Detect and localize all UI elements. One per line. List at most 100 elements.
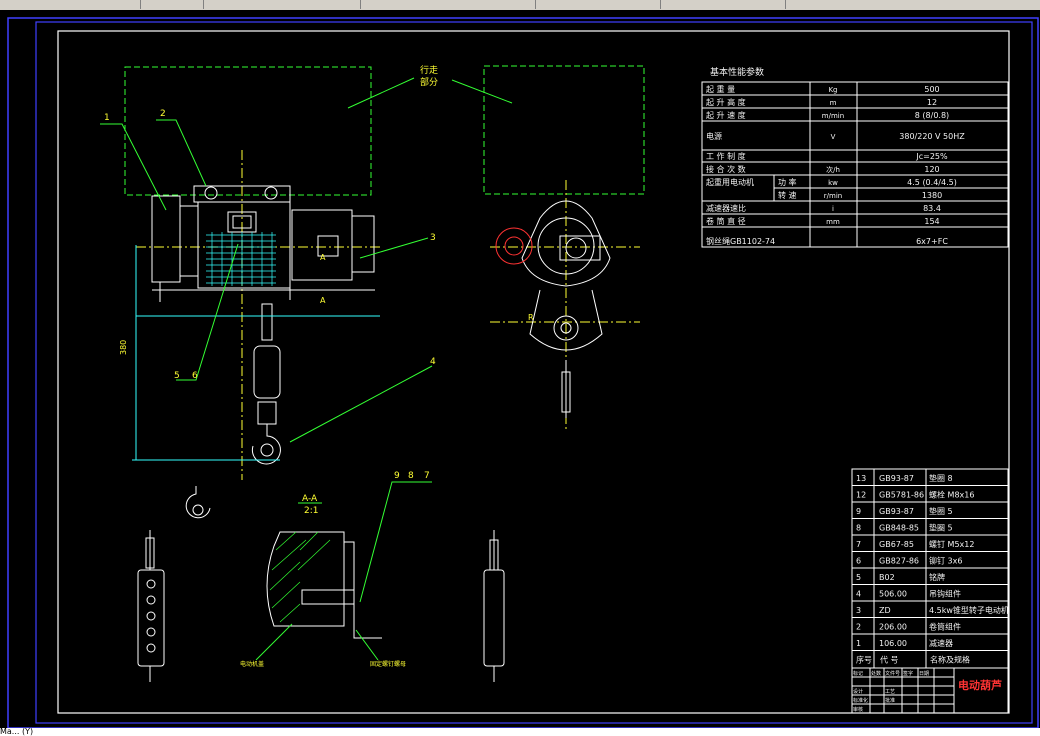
bom-no: 5 (856, 573, 861, 582)
param-value: 1380 (922, 191, 942, 200)
bom-code: 506.00 (879, 590, 907, 599)
bom-code: 206.00 (879, 623, 907, 632)
bom-no: 12 (856, 491, 866, 500)
param-unit: 次/h (826, 165, 840, 174)
toolbar-segment[interactable] (540, 0, 661, 9)
note-fixing-screw: 固定螺钉螺母 (370, 660, 406, 668)
bom-row-lines (852, 485, 1008, 651)
param-unit: m/min (822, 112, 844, 120)
param-name: 电源 (706, 131, 722, 141)
param-name: 卷 筒 直 径 (706, 216, 746, 226)
param-name: 起 升 高 度 (706, 97, 746, 107)
drawing-canvas[interactable]: 行走 部分 (0, 10, 1040, 734)
title-block-cell: 审核 (853, 706, 863, 713)
title-block-cell: 文件号 (885, 670, 900, 677)
callout-8: 8 (408, 471, 414, 481)
param-name: 接 合 次 数 (706, 164, 746, 174)
section-label: A-A (302, 494, 318, 504)
param-subname: 功 率 (778, 177, 797, 187)
note-motor-cover: 电动机盖 (240, 660, 264, 668)
param-value: 4.5 (0.4/4.5) (907, 178, 957, 187)
bom-code: B02 (879, 573, 895, 582)
bom-code: 106.00 (879, 639, 907, 648)
param-value: Jc=25% (915, 152, 948, 161)
param-name: 起重用电动机 (706, 177, 754, 187)
command-line[interactable]: Ma... (Y) (0, 728, 1040, 736)
params-table-grid (701, 81, 1009, 248)
sheet-inner-border (35, 21, 1033, 724)
bom-name: 铭牌 (929, 572, 945, 582)
callout-4: 4 (430, 357, 436, 367)
hoist-front-view (151, 185, 375, 465)
param-name: 起 升 速 度 (706, 110, 746, 120)
param-value: 380/220 V 50HZ (899, 132, 965, 141)
param-value: 500 (924, 85, 939, 94)
param-name: 减速器速比 (706, 203, 746, 213)
toolbar-segment[interactable] (0, 0, 141, 9)
param-unit: m (830, 99, 837, 107)
sheet-outer-border (7, 17, 1039, 728)
toolbar-segment[interactable] (665, 0, 786, 9)
title-block-cell: 工艺 (885, 689, 895, 695)
param-unit: r/min (824, 192, 842, 200)
bom-name: 4.5kw锥型转子电动机 (929, 605, 1009, 615)
bom-name: 螺钉 M5x12 (929, 539, 974, 549)
bom-no: 6 (856, 557, 861, 566)
bom-header-no: 序号 (856, 655, 872, 665)
section-scale: 2:1 (304, 506, 318, 516)
bom-code: ZD (879, 606, 891, 615)
title-block-grid (851, 667, 1009, 714)
bom-code: GB93-87 (879, 507, 914, 516)
param-name: 工 作 制 度 (706, 151, 746, 161)
bom-no: 3 (856, 606, 861, 615)
title-block-cell: 日期 (919, 671, 929, 677)
bom-name: 吊钩组件 (929, 589, 961, 599)
callout-9: 9 (394, 471, 400, 481)
param-unit: kw (828, 179, 838, 187)
toolbar-segment[interactable] (365, 0, 536, 9)
param-unit: Kg (828, 86, 837, 94)
title-block-cell: 标准化 (853, 697, 868, 704)
title-block-cells: 标记处数文件号签字日期设计标准化审核工艺批准 (853, 670, 929, 713)
bom-code: GB93-87 (879, 474, 914, 483)
bom-code: GB848-85 (879, 524, 919, 533)
bom-name: 垫圈 8 (929, 473, 953, 483)
bom-code: GB67-85 (879, 540, 914, 549)
title-block-title: 电动葫芦 (958, 678, 1002, 692)
drum-rope-hatch (206, 232, 276, 286)
bom-no: 2 (856, 623, 861, 632)
bom-name: 铆钉 3x6 (929, 556, 962, 566)
param-unit: i (832, 205, 834, 213)
section-view (266, 531, 382, 639)
cad-drawing: 行走 部分 (7, 17, 1039, 728)
callout-1: 1 (104, 113, 110, 123)
title-block-cell: 签字 (903, 670, 913, 677)
bom-name: 垫圈 5 (929, 523, 953, 533)
param-unit: V (831, 133, 836, 141)
params-title: 基本性能参数 (710, 66, 764, 78)
hoist-side-view (521, 200, 611, 418)
toolbar-segment[interactable] (141, 0, 204, 9)
param-subname: 转 速 (778, 190, 797, 200)
bom-no: 9 (856, 507, 861, 516)
bom-name: 垫圈 5 (929, 506, 953, 516)
param-name: 起 重 量 (706, 84, 735, 94)
title-block-cell: 批准 (885, 697, 895, 704)
travel-leaders (347, 77, 513, 109)
callout-2: 2 (160, 109, 166, 119)
bom-no: 7 (856, 540, 861, 549)
trolley-phantom (124, 65, 645, 196)
pendant-control-left (137, 530, 165, 682)
param-value: 8 (8/0.8) (915, 111, 949, 120)
bom-no: 1 (856, 639, 861, 648)
param-value: 6x7+FC (916, 237, 948, 246)
bom-header-name: 名称及规格 (930, 655, 970, 665)
view-mark-a-2: A (320, 296, 326, 305)
bom-no: 8 (856, 524, 861, 533)
height-dimension: 380 (119, 340, 128, 355)
bom-header-code: 代 号 (880, 655, 899, 665)
travel-label-2: 部分 (420, 76, 438, 88)
toolbar-segment[interactable] (210, 0, 361, 9)
side-view-label: R (528, 313, 534, 322)
